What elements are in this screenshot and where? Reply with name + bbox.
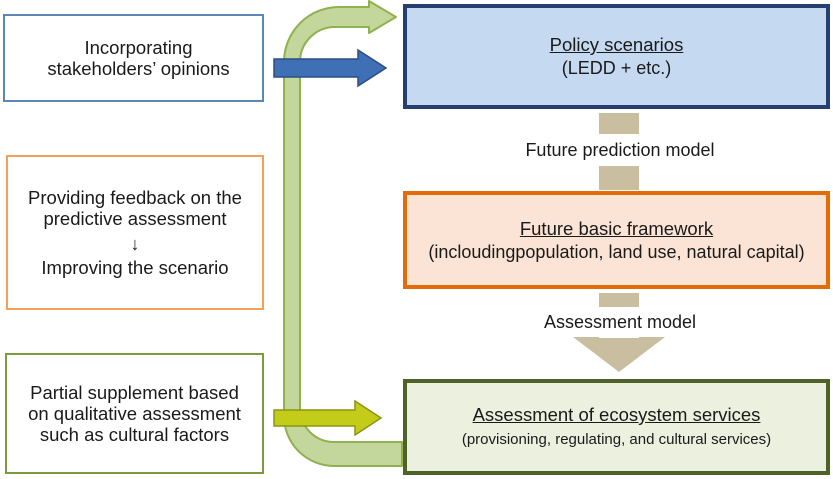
future-framework-box: Future basic framework (incloudingpopula… (403, 191, 830, 289)
policy-scenarios-title: Policy scenarios (549, 34, 684, 55)
future-framework-subtitle: (incloudingpopulation, land use, natural… (428, 241, 805, 262)
connector-arrow-to-ecosystem (573, 337, 665, 372)
supplement-input-arrow (273, 399, 383, 437)
supplement-line-1: Partial supplement based (30, 382, 239, 403)
feedback-line-1: Providing feedback on the (28, 187, 242, 208)
connector-policy-to-label (599, 113, 639, 134)
down-arrow-icon: ↓ (130, 234, 140, 254)
connector-label-to-future (599, 166, 639, 190)
policy-scenarios-box: Policy scenarios (LEDD + etc.) (403, 4, 830, 109)
ecosystem-services-box: Assessment of ecosystem services (provis… (403, 379, 830, 475)
feedback-box: Providing feedback on the predictive ass… (6, 155, 264, 310)
feedback-line-3: Improving the scenario (41, 257, 229, 278)
stakeholder-input-arrow (273, 48, 388, 88)
supplement-line-3: such as cultural factors (39, 424, 230, 445)
feedback-line-2: predictive assessment (43, 208, 227, 229)
qualitative-supplement-box: Partial supplement based on qualitative … (5, 353, 264, 474)
connector-future-to-label (599, 293, 639, 307)
stakeholders-opinions-box: Incorporating stakeholders’ opinions (3, 14, 264, 102)
supplement-line-2: on qualitative assessment (28, 403, 241, 424)
ecosystem-services-title: Assessment of ecosystem services (472, 404, 761, 425)
future-prediction-model-label: Future prediction model (525, 140, 715, 160)
stakeholders-line-2: stakeholders’ opinions (47, 58, 230, 79)
future-framework-title: Future basic framework (519, 217, 714, 239)
policy-scenarios-subtitle: (LEDD + etc.) (561, 58, 672, 78)
stakeholders-line-1: Incorporating (84, 37, 193, 58)
ecosystem-services-subtitle: (provisioning, regulating, and cultural … (461, 431, 772, 448)
assessment-model-label: Assessment model (543, 312, 697, 332)
